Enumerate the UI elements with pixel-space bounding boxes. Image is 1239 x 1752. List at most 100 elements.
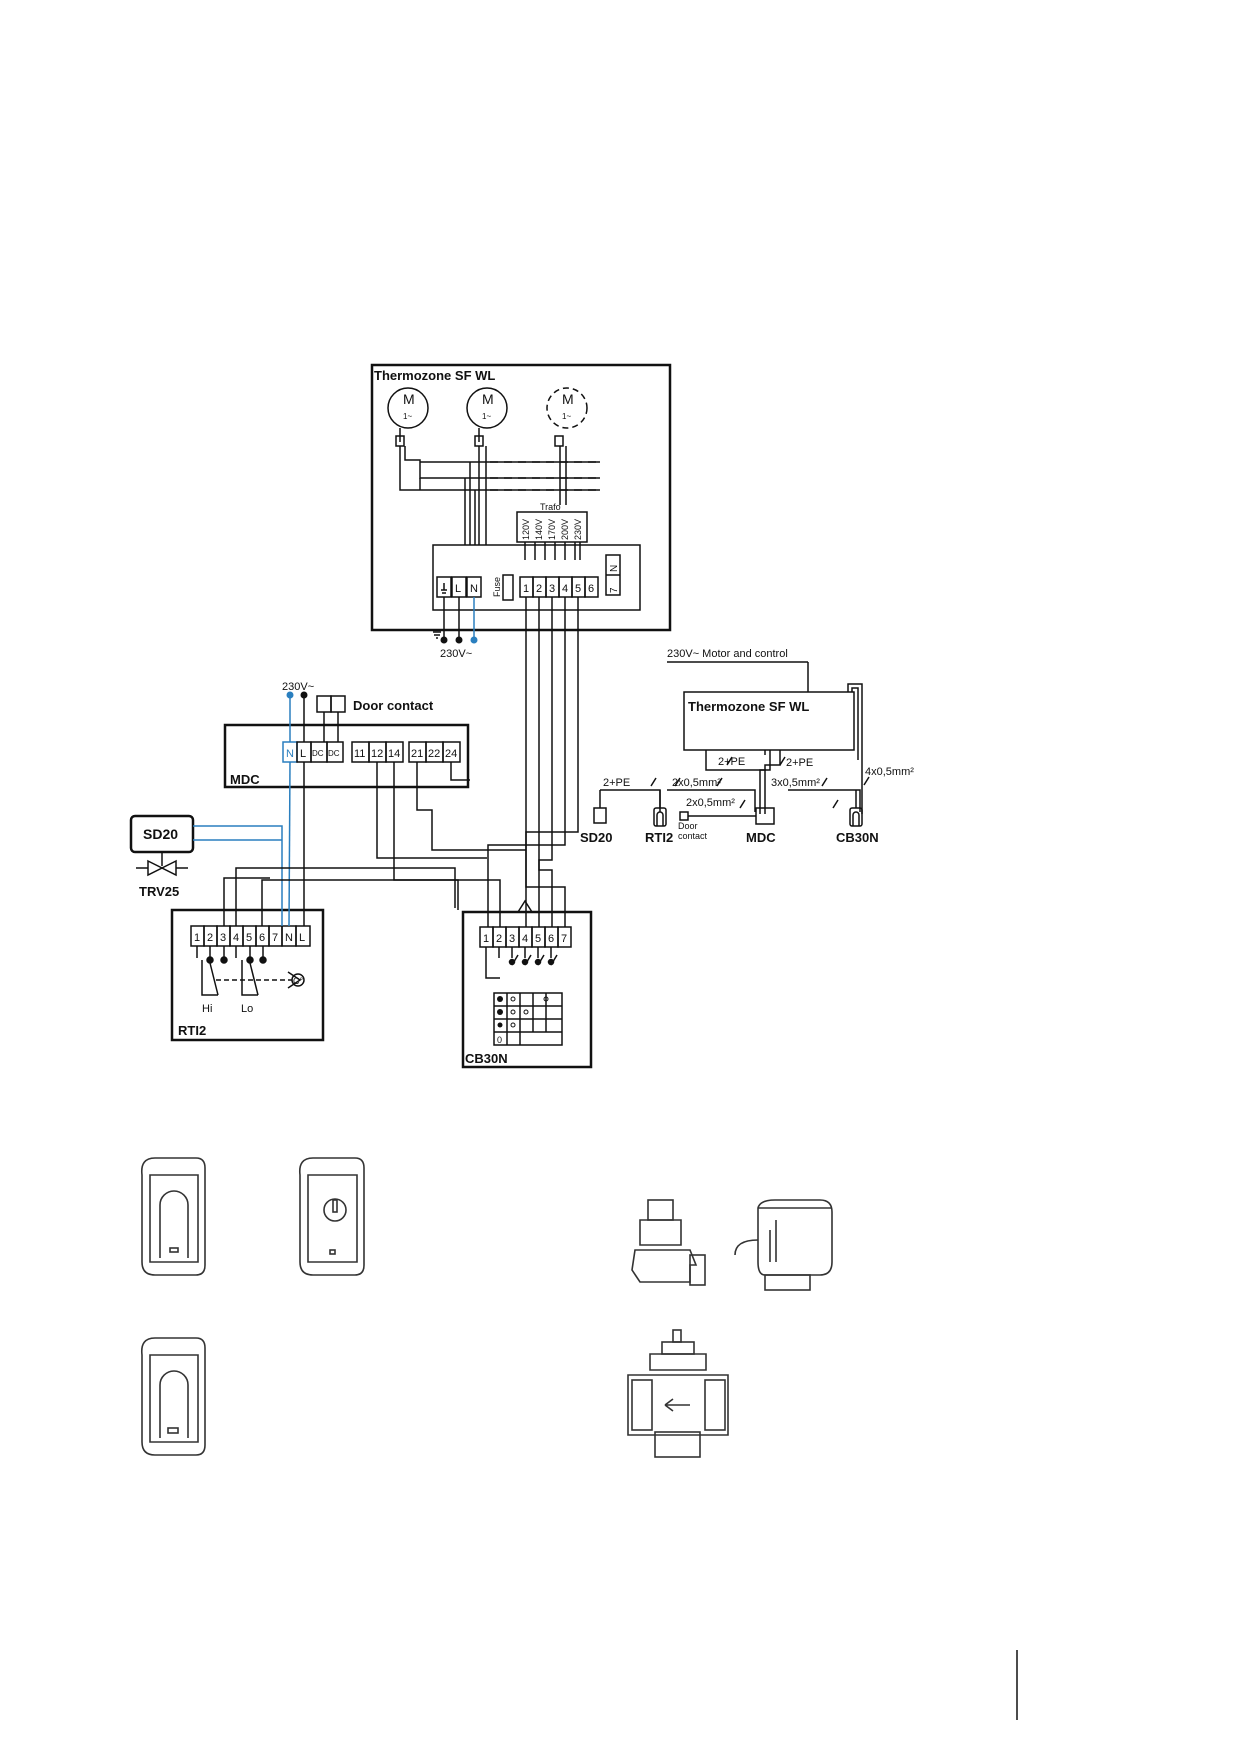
- main-terminal-4-label: 4: [562, 583, 568, 595]
- side-terminal-7-label: 7: [609, 587, 620, 593]
- mdc-terminal-DC1-label: DC: [312, 749, 324, 758]
- cb30n-off-label: 0: [497, 1035, 502, 1045]
- mdc-terminal-24-label: 24: [445, 748, 457, 760]
- actuator-product-drawing: [734, 1199, 833, 1291]
- main-terminal-L-label: L: [455, 583, 461, 595]
- rti2-box: [170, 908, 325, 1042]
- mdc-terminal-11-label: 11: [354, 748, 365, 760]
- overview-mdc-icon: [755, 807, 775, 825]
- overview-device-rti2: RTI2: [645, 830, 673, 845]
- cb30n-terminal-4-label: 4: [522, 933, 528, 945]
- overview-device-sd20: SD20: [580, 830, 613, 845]
- rti2-hi-label: Hi: [202, 1003, 212, 1015]
- side-terminal-N-label: N: [609, 565, 620, 572]
- cb30n-terminal-3-label: 3: [509, 933, 515, 945]
- mdc-terminal-12-label: 12: [371, 748, 383, 760]
- motor-1-phase: 1~: [403, 412, 412, 421]
- trafo-tap-140: 140V: [534, 519, 544, 540]
- fuse-icon: [502, 574, 514, 601]
- rti2-terminal-3-label: 3: [220, 932, 226, 944]
- cb30n-terminal-7-label: 7: [561, 933, 567, 945]
- door-contact-label: Door contact: [353, 698, 434, 713]
- rti2-sensor-label: C°: [293, 976, 303, 986]
- three-way-valve-drawing: [627, 1329, 729, 1458]
- fan-speed-icons: [497, 996, 503, 1028]
- main-terminal-6[interactable]: [584, 576, 599, 598]
- overview-sd20-icon: [593, 807, 607, 824]
- cable-door: 2x0,5mm²: [686, 797, 735, 809]
- cable-sd20: 2+PE: [603, 777, 630, 789]
- mdc-terminal-DC2[interactable]: [326, 741, 344, 763]
- overview-door-label-2: contact: [678, 831, 708, 841]
- motor-3-phase: 1~: [562, 412, 571, 421]
- rti2-terminal-L-label: L: [299, 932, 305, 944]
- motor-3-letter: M: [562, 391, 574, 407]
- trafo-tap-170: 170V: [547, 519, 557, 540]
- rti2-product-drawing: [140, 1157, 206, 1276]
- mdc-terminal-21-label: 21: [411, 748, 423, 760]
- trv25-name: TRV25: [139, 884, 179, 899]
- thermozone-unit-box: [370, 363, 672, 632]
- rti2-terminal-4-label: 4: [233, 932, 239, 944]
- mdc-terminal-L-label: L: [300, 748, 306, 760]
- mdc-terminal-14-label: 14: [388, 748, 400, 760]
- main-terminal-6-label: 6: [588, 583, 594, 595]
- cable-rti2: 2x0,5mm²: [672, 777, 721, 789]
- rti2-lo-label: Lo: [241, 1003, 253, 1015]
- main-terminal-N-label: N: [470, 583, 478, 595]
- overview-unit-box: [683, 691, 855, 751]
- terminal-panel: [432, 544, 641, 611]
- cb30n-terminal-2-label: 2: [496, 933, 502, 945]
- overview-door-contact-icon: [679, 811, 689, 821]
- cb30n-terminal-6-label: 6: [548, 933, 554, 945]
- overview-unit-label: Thermozone SF WL: [688, 699, 809, 714]
- main-terminal-2-label: 2: [536, 583, 542, 595]
- main-terminal-5-label: 5: [575, 583, 581, 595]
- rti2-terminal-5-label: 5: [246, 932, 252, 944]
- motor-1-letter: M: [403, 391, 415, 407]
- cable-unit-supply: 2+PE: [786, 757, 813, 769]
- rti2-terminal-2-label: 2: [207, 932, 213, 944]
- rti2-terminal-1-label: 1: [194, 932, 200, 944]
- trafo-tap-200: 200V: [560, 519, 570, 540]
- cb30n-product-drawing: [140, 1337, 206, 1456]
- unit-title: Thermozone SF WL: [374, 368, 495, 383]
- cb30n-terminal-5-label: 5: [535, 933, 541, 945]
- sd20-product-drawing: [298, 1157, 365, 1276]
- trafo-tap-120: 120V: [521, 519, 531, 540]
- rti2-terminal-7-label: 7: [272, 932, 278, 944]
- rti2-terminal-N-label: N: [285, 932, 293, 944]
- trafo-tap-230: 230V: [573, 519, 583, 540]
- mdc-supply-label: 230V~: [282, 681, 314, 693]
- rti2-name: RTI2: [178, 1023, 206, 1038]
- cb30n-box: [461, 910, 593, 1069]
- motor-2-icon: [466, 387, 508, 447]
- fuse-label: Fuse: [492, 577, 502, 597]
- fan-speed-table: [493, 992, 563, 1046]
- overview-device-mdc: MDC: [746, 830, 776, 845]
- temperature-sensor-icon: [287, 971, 305, 989]
- trafo-label: Trafo: [540, 502, 561, 512]
- valve-product-drawing: [631, 1199, 706, 1286]
- overview-door-label-1: Door: [678, 821, 698, 831]
- mdc-name: MDC: [230, 772, 260, 787]
- main-supply-label: 230V~: [440, 648, 472, 660]
- cable-unit-mdc: 2+PE: [718, 756, 745, 768]
- mdc-terminal-DC2-label: DC: [328, 749, 340, 758]
- cb30n-name: CB30N: [465, 1051, 508, 1066]
- mdc-terminal-N-label: N: [286, 748, 294, 760]
- main-terminal-1-label: 1: [523, 583, 529, 595]
- rti2-terminal-L[interactable]: [295, 925, 311, 947]
- mdc-terminal-22-label: 22: [428, 748, 440, 760]
- motor-2-phase: 1~: [482, 412, 491, 421]
- motor-3-optional-icon: [546, 387, 588, 429]
- mdc-box: [223, 723, 470, 789]
- door-contact-icon: [316, 695, 332, 713]
- trv25-valve-icon: [136, 859, 188, 877]
- overview-supply-label: 230V~ Motor and control: [667, 648, 788, 660]
- rti2-terminal-6-label: 6: [259, 932, 265, 944]
- motor-2-letter: M: [482, 391, 494, 407]
- sd20-name: SD20: [143, 826, 178, 842]
- trafo-box: [516, 511, 588, 543]
